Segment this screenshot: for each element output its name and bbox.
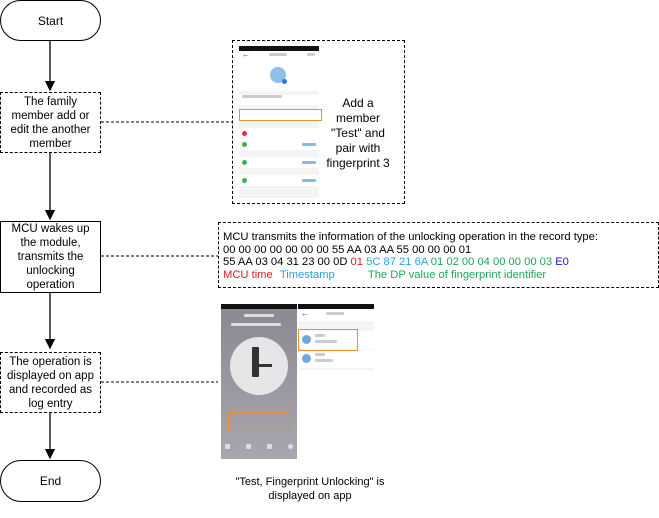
hex-line-2: 55 AA 03 04 31 23 00 0D 01 5C 87 21 6A 0… bbox=[223, 256, 658, 269]
start-terminal: Start bbox=[0, 0, 101, 41]
app-header: ← bbox=[239, 50, 319, 61]
step-display-log-label: The operation is displayed on app and re… bbox=[7, 355, 94, 410]
fingerprint-row bbox=[239, 128, 319, 139]
step-mcu-transmit-label: MCU wakes up the module, transmits the u… bbox=[11, 223, 90, 291]
start-label: Start bbox=[37, 13, 64, 28]
legend-mcu-time: MCU time bbox=[223, 268, 273, 281]
log-header: ← bbox=[298, 309, 374, 321]
mcu-note-heading: MCU transmits the information of the unl… bbox=[223, 231, 598, 243]
avatar-icon bbox=[302, 335, 311, 344]
legend-timestamp: Timestamp bbox=[279, 268, 335, 281]
hex-legend: MCU time Timestamp The DP value of finge… bbox=[223, 269, 658, 282]
end-terminal: End bbox=[0, 460, 101, 502]
mcu-data-note-box: MCU transmits the information of the unl… bbox=[218, 222, 659, 288]
lock-home-screenshot bbox=[221, 304, 297, 459]
status-bar bbox=[221, 304, 297, 309]
bottom-nav bbox=[225, 444, 293, 449]
avatar-icon bbox=[302, 354, 311, 363]
status-bar bbox=[298, 304, 374, 309]
end-label: End bbox=[39, 474, 62, 488]
avatar-edit-badge bbox=[282, 79, 287, 84]
step-add-member-label: The family member add or edit the anothe… bbox=[10, 95, 91, 150]
log-entry bbox=[298, 331, 374, 349]
edit-member-screenshot: ← bbox=[239, 46, 319, 198]
step-add-member: The family member add or edit the anothe… bbox=[0, 92, 101, 153]
hex-timestamp: 5C 87 21 6A bbox=[366, 256, 428, 268]
status-bar bbox=[239, 46, 319, 51]
log-entry-highlight bbox=[298, 329, 358, 351]
hex-mcu-time: 01 bbox=[350, 256, 363, 268]
log-list-screenshot: ← bbox=[298, 304, 374, 459]
unlock-message-highlight bbox=[228, 412, 290, 432]
legend-dp-value: The DP value of fingerprint identifier bbox=[367, 268, 547, 281]
step-mcu-transmit: MCU wakes up the module, transmits the u… bbox=[0, 221, 101, 293]
door-lock-icon bbox=[252, 347, 259, 377]
hex-line-1: 00 00 00 00 00 00 00 55 AA 03 AA 55 00 0… bbox=[223, 243, 472, 256]
avatar-area bbox=[239, 61, 319, 91]
step-display-log: The operation is displayed on app and re… bbox=[0, 352, 101, 413]
hex-prefix: 55 AA 03 04 31 23 00 0D bbox=[223, 256, 348, 268]
back-arrow-icon: ← bbox=[242, 50, 250, 59]
log-entry bbox=[298, 350, 374, 368]
hex-dp-value: 01 02 00 04 00 00 00 03 bbox=[430, 256, 553, 268]
add-member-text: Add a member "Test" and pair with finger… bbox=[326, 96, 390, 170]
back-arrow-icon: ← bbox=[301, 309, 309, 318]
add-member-note-box: ← Add a member "Test" and pair bbox=[232, 40, 405, 204]
hex-checksum: E0 bbox=[555, 256, 569, 268]
lock-device-circle bbox=[230, 337, 288, 395]
app-display-caption: "Test, Fingerprint Unlocking" is display… bbox=[235, 476, 385, 502]
member-name-highlight bbox=[239, 109, 322, 121]
